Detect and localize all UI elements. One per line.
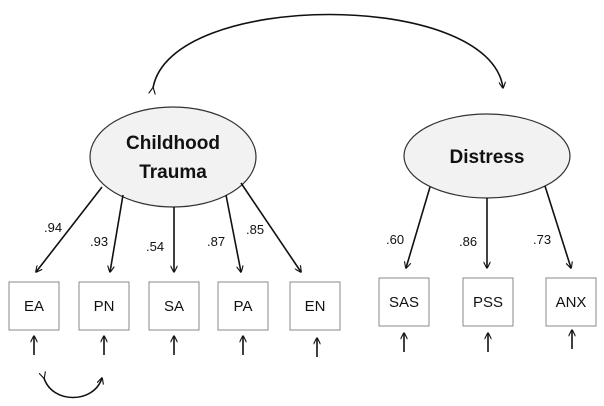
loading-ea: .94: [44, 220, 62, 235]
indicator-pn: PN: [78, 281, 130, 331]
indicator-anx-label: ANX: [556, 294, 587, 311]
indicator-en: EN: [289, 281, 341, 331]
indicator-sa-label: SA: [164, 298, 184, 315]
loading-arrow-en: [240, 182, 301, 272]
indicator-sas: SAS: [378, 277, 430, 327]
indicator-en-label: EN: [305, 298, 326, 315]
indicator-pss-label: PSS: [473, 294, 503, 311]
indicator-anx: ANX: [545, 277, 597, 327]
loading-anx: .73: [533, 232, 551, 247]
indicator-pa: PA: [217, 281, 269, 331]
loading-arrow-ea: [36, 186, 103, 272]
latent-distress-label: Distress: [450, 147, 525, 168]
indicator-pn-label: PN: [94, 298, 115, 315]
latent-childhood-trauma: Childhood Trauma: [89, 106, 257, 208]
loading-arrow-pn: [110, 194, 124, 272]
latent-covariance-arrow: [153, 13, 503, 89]
loading-arrow-sas: [406, 186, 431, 268]
latent-distress: Distress: [403, 113, 571, 199]
loading-arrow-pa: [225, 194, 241, 272]
loading-sa: .54: [146, 239, 164, 254]
loading-en: .85: [246, 222, 264, 237]
latent-childhood-trauma-line2: Trauma: [139, 162, 207, 183]
loading-pa: .87: [207, 234, 225, 249]
indicator-ea: EA: [8, 281, 60, 331]
indicator-pss: PSS: [462, 277, 514, 327]
loading-pss: .86: [459, 234, 477, 249]
indicator-sa: SA: [148, 281, 200, 331]
latent-childhood-trauma-line1: Childhood: [126, 133, 220, 154]
indicator-pa-label: PA: [234, 298, 253, 315]
indicator-ea-label: EA: [24, 298, 44, 315]
loading-arrow-anx: [544, 185, 571, 268]
indicator-sas-label: SAS: [389, 294, 419, 311]
loading-pn: .93: [90, 234, 108, 249]
error-covariance-arrow: [44, 378, 102, 399]
loading-sas: .60: [386, 232, 404, 247]
